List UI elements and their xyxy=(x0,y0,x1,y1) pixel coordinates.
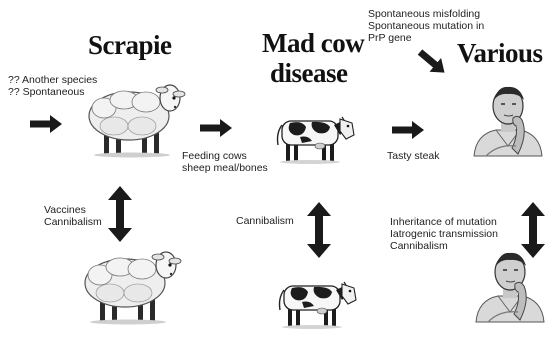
person-top-icon xyxy=(474,87,542,156)
caption-origin-line2: ?? Spontaneous xyxy=(8,86,97,98)
caption-origin-line1: ?? Another species xyxy=(8,74,97,86)
caption-human-spread-line3: Cannibalism xyxy=(390,240,498,252)
sheep-bottom-icon xyxy=(85,252,181,325)
sheep-top-icon xyxy=(89,85,185,158)
arrow-causes-to-human-icon xyxy=(414,45,450,79)
arrow-human-spread-icon xyxy=(521,202,545,258)
person-bottom-icon xyxy=(476,253,544,322)
caption-human-spread-line2: Iatrogenic transmission xyxy=(390,228,498,240)
caption-sheep-spread-line2: Cannibalism xyxy=(44,216,102,228)
arrow-cow-to-human-icon xyxy=(392,121,424,139)
caption-origin: ?? Another species ?? Spontaneous xyxy=(8,74,97,98)
caption-various-causes-line2: Spontaneous mutation in xyxy=(368,20,484,32)
heading-scrapie: Scrapie xyxy=(88,32,172,59)
cow-bottom-icon xyxy=(280,282,357,329)
caption-human-spread: Inheritance of mutation Iatrogenic trans… xyxy=(390,216,498,252)
caption-feeding-line1: Feeding cows xyxy=(182,150,268,162)
heading-mad-cow-line1: Mad cow xyxy=(262,30,364,57)
caption-tasty-line1: Tasty steak xyxy=(387,150,440,162)
arrow-to-sheep-icon xyxy=(30,115,62,133)
caption-various-causes-line1: Spontaneous misfolding xyxy=(368,8,484,20)
heading-various: Various xyxy=(457,40,543,67)
arrow-sheep-spread-icon xyxy=(108,186,132,242)
caption-cow-spread: Cannibalism xyxy=(236,215,294,227)
caption-sheep-spread-line1: Vaccines xyxy=(44,204,102,216)
caption-various-causes-line3: PrP gene xyxy=(368,32,484,44)
caption-human-spread-line1: Inheritance of mutation xyxy=(390,216,498,228)
heading-mad-cow-line2: disease xyxy=(270,60,348,87)
cow-top-icon xyxy=(278,117,355,164)
arrow-sheep-to-cow-icon xyxy=(200,119,232,137)
caption-tasty: Tasty steak xyxy=(387,150,440,162)
arrow-cow-spread-icon xyxy=(307,202,331,258)
caption-various-causes: Spontaneous misfolding Spontaneous mutat… xyxy=(368,8,484,44)
caption-cow-spread-line1: Cannibalism xyxy=(236,215,294,227)
caption-feeding-line2: sheep meal/bones xyxy=(182,162,268,174)
caption-feeding: Feeding cows sheep meal/bones xyxy=(182,150,268,174)
caption-sheep-spread: Vaccines Cannibalism xyxy=(44,204,102,228)
